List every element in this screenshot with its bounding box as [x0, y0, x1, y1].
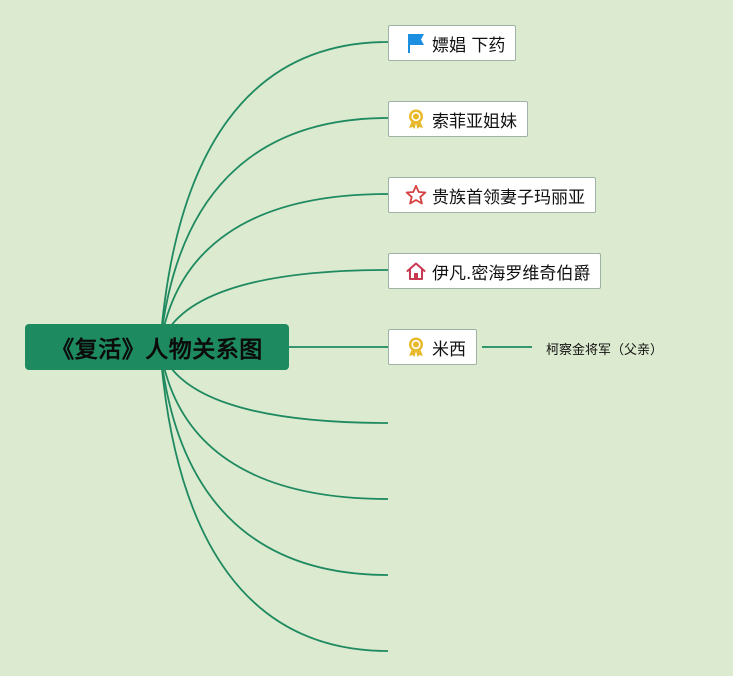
branch-label: 嫖娼 下药 — [432, 35, 506, 56]
flag-icon — [405, 32, 427, 54]
branch-topic-sophia-sisters[interactable]: 索菲亚姐妹 — [388, 101, 528, 137]
branch-connector — [159, 346, 389, 576]
branch-connector — [159, 117, 389, 348]
subtopic-general-korchagin[interactable]: 柯察金将军（父亲） — [546, 343, 664, 358]
branch-connector — [159, 41, 389, 348]
branch-topic-missy[interactable]: 米西 — [388, 329, 477, 365]
branch-topic-piaochang[interactable]: 嫖娼 下药 — [388, 25, 517, 61]
branch-label: 索菲亚姐妹 — [432, 111, 517, 132]
branch-connector — [159, 193, 389, 348]
branch-topic-maria[interactable]: 贵族首领妻子玛丽亚 — [388, 177, 596, 213]
branch-label: 贵族首领妻子玛丽亚 — [432, 187, 585, 208]
root-title: 《复活》人物关系图 — [51, 337, 263, 363]
star-icon — [405, 184, 427, 206]
root-topic[interactable]: 《复活》人物关系图 — [25, 324, 289, 370]
house-icon — [405, 260, 427, 282]
branch-connector — [159, 346, 389, 500]
branch-topic-count-ivan[interactable]: 伊凡.密海罗维奇伯爵 — [388, 253, 602, 289]
award-ribbon-icon — [405, 108, 427, 130]
branch-connector — [159, 346, 389, 652]
award-ribbon-icon — [405, 336, 427, 358]
branch-label: 米西 — [432, 339, 466, 360]
branch-label: 伊凡.密海罗维奇伯爵 — [432, 263, 591, 284]
